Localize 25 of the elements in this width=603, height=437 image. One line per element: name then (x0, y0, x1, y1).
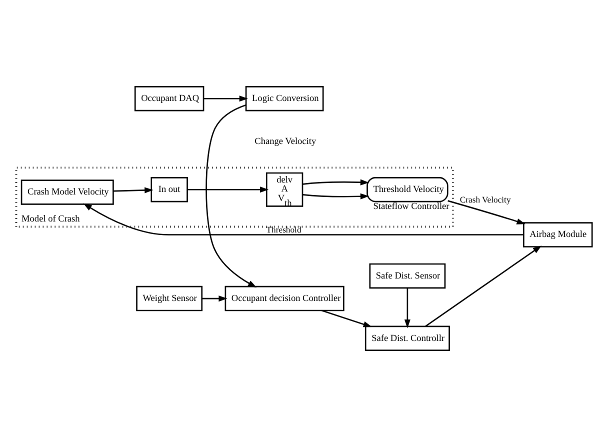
edge-label: Crash Velocity (460, 194, 511, 204)
arrow (204, 96, 248, 102)
arrow (206, 104, 257, 288)
node-box: Crash Model Velocity (20, 180, 114, 205)
node-box: Occupant decision Controller (224, 286, 344, 312)
node-box: Logic Conversion (245, 86, 324, 112)
node-box: Weight Sensor (136, 286, 203, 312)
arrow (302, 179, 370, 186)
node-box: Threshold Velocity (366, 176, 448, 202)
node-box: Occupant DAQ (134, 86, 204, 112)
arrow (425, 246, 542, 327)
arrow (302, 193, 370, 200)
arrow (83, 203, 524, 236)
node-box: Safe Dist. Controllr (364, 326, 450, 352)
arrow (187, 186, 269, 193)
arrow (448, 200, 526, 224)
arrow (322, 310, 372, 328)
arrow (202, 296, 228, 302)
node-box: Safe Dist. Sensor (369, 263, 446, 289)
arrow (404, 288, 410, 328)
node-label: Stateflow Controller (373, 202, 450, 212)
node-box: In out (150, 176, 188, 202)
label: Change Velocity (254, 137, 316, 148)
node-box: Airbag Module (523, 222, 593, 248)
arrow (113, 187, 154, 194)
